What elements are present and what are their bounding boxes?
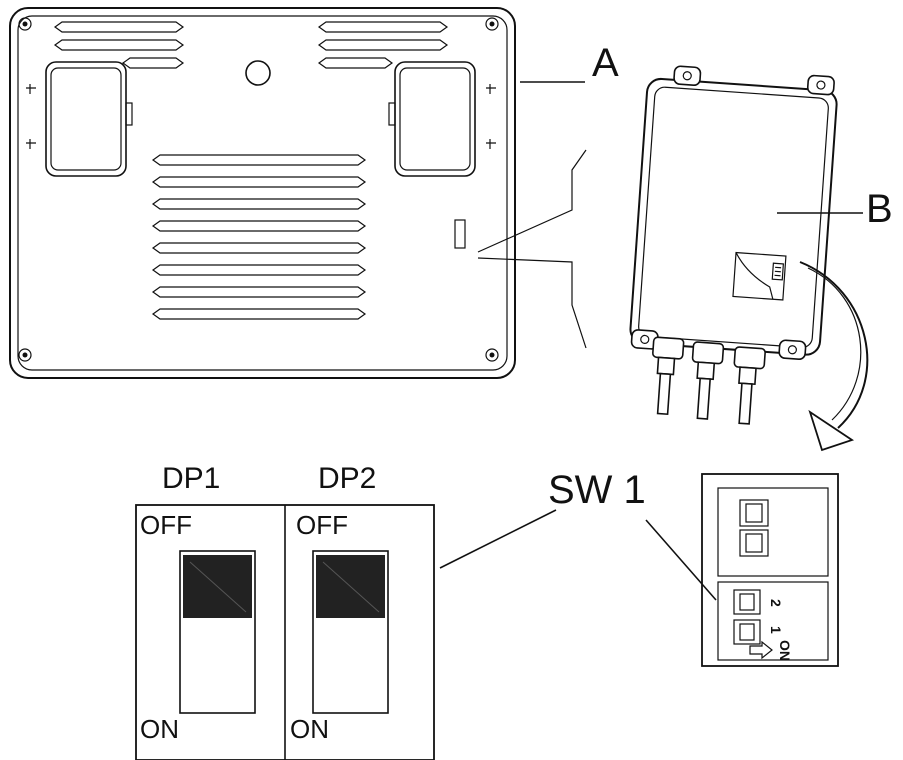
callout-b: B <box>866 187 893 231</box>
dp2-off-label: OFF <box>296 510 348 540</box>
top-right-vents <box>317 21 449 69</box>
access-panel <box>732 251 787 301</box>
screw-icon <box>18 17 32 31</box>
screw-icon <box>485 348 499 362</box>
access-slot <box>454 219 466 249</box>
mount-lug-icon <box>778 339 807 361</box>
callout-a: A <box>592 41 619 85</box>
mount-lug-icon <box>806 74 835 96</box>
cable-gland <box>733 346 766 425</box>
center-vents <box>151 154 367 320</box>
top-left-vents <box>53 21 185 69</box>
mount-lug-icon <box>673 65 702 87</box>
dp2-label: DP2 <box>318 462 376 495</box>
dp1-on-label: ON <box>140 714 179 744</box>
projection-lines <box>477 149 587 349</box>
callout-sw1: SW 1 <box>548 468 646 512</box>
detail-label-2: 2 <box>768 599 784 607</box>
inverter-device <box>629 65 838 425</box>
dp2-on-label: ON <box>290 714 329 744</box>
dip-switch-panel: DP1 OFF ON DP2 OFF ON <box>135 462 435 760</box>
detail-label-1: 1 <box>768 626 784 634</box>
cable-gland <box>652 336 685 416</box>
dip-switch-window <box>771 262 785 281</box>
detail-label-on: ON <box>777 640 793 661</box>
cable-gland <box>691 341 725 420</box>
right-mount-bracket <box>388 61 496 177</box>
left-mount-bracket <box>26 61 133 177</box>
mount-hole-icon <box>245 60 271 86</box>
dp1-off-label: OFF <box>140 510 192 540</box>
screw-icon <box>18 348 32 362</box>
curved-arrow-icon <box>799 261 869 452</box>
switch-detail: 2 1 ON <box>701 473 839 667</box>
back-panel <box>9 7 516 379</box>
screw-icon <box>485 17 499 31</box>
arrow-right-icon <box>749 640 773 660</box>
dp1-label: DP1 <box>162 462 220 495</box>
